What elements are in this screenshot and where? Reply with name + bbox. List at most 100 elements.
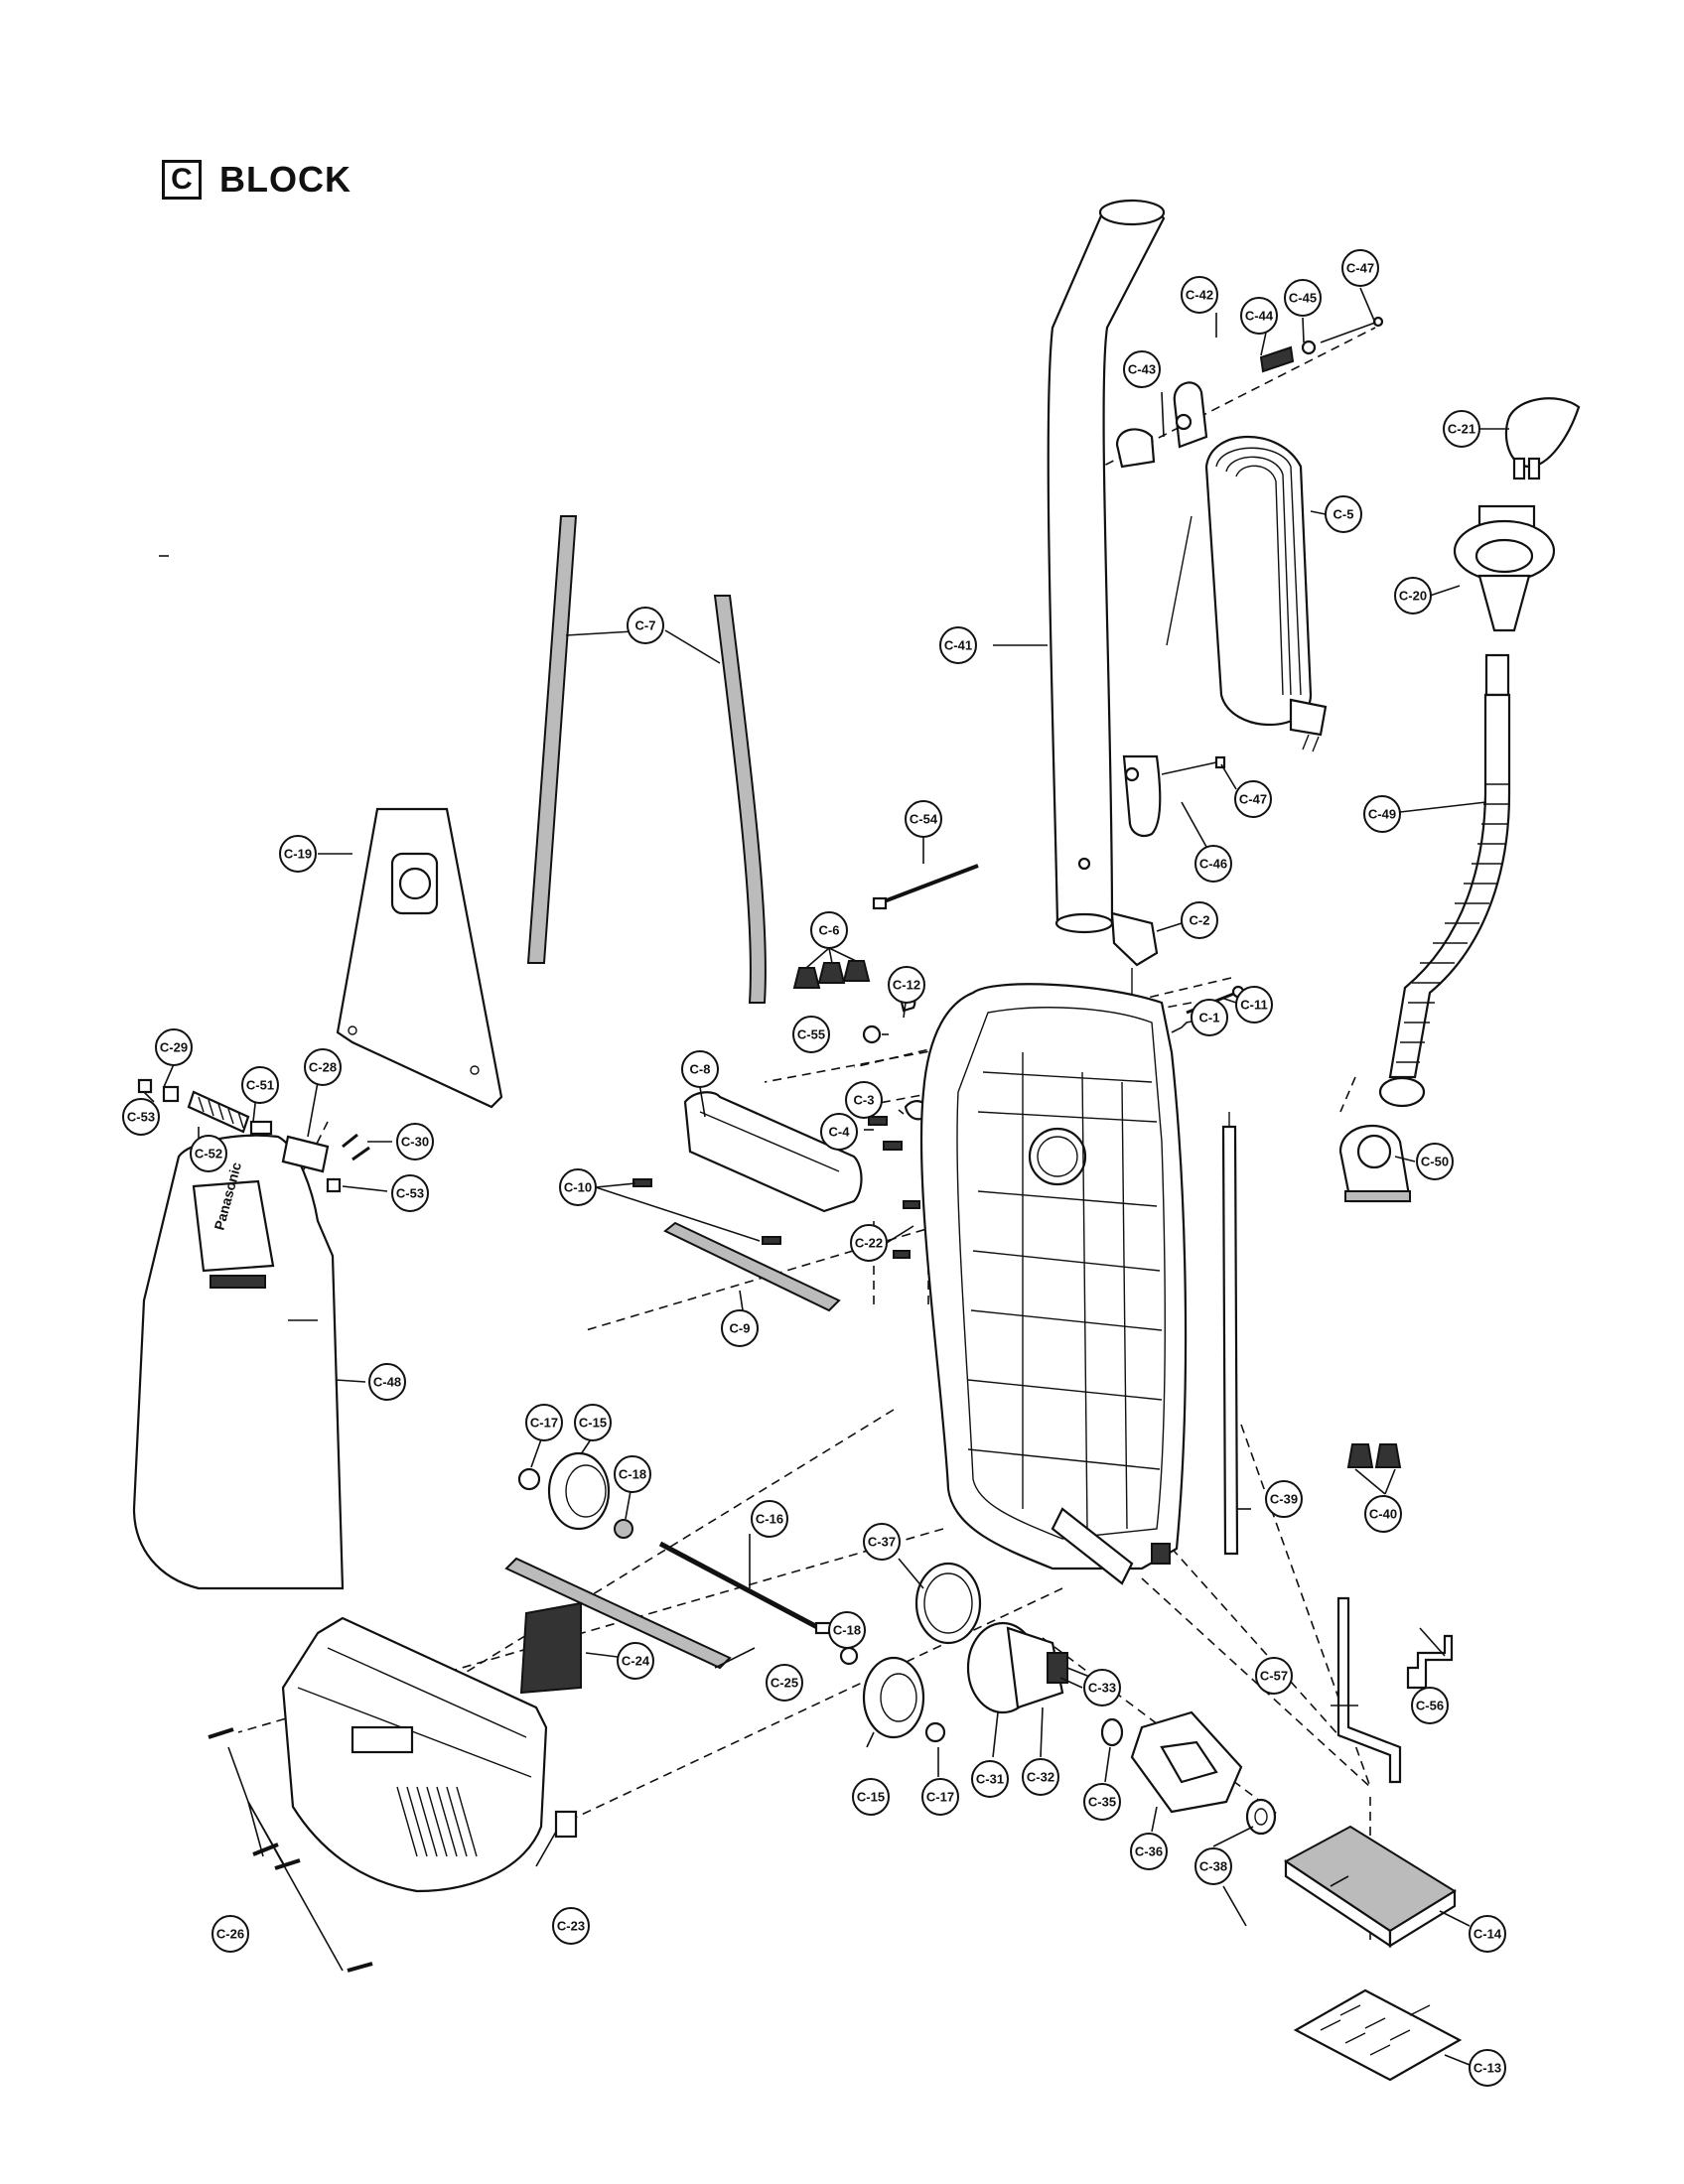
svg-text:C-47: C-47 [1239,792,1267,807]
svg-text:C-37: C-37 [868,1535,896,1550]
callout-c55: C-55 [792,1016,830,1053]
svg-text:C-50: C-50 [1421,1155,1449,1169]
callout-c44: C-44 [1240,297,1278,335]
callout-c21: C-21 [1443,410,1480,448]
svg-text:C-49: C-49 [1368,807,1396,822]
callout-c31: C-31 [971,1760,1009,1798]
callout-c12: C-12 [888,966,925,1004]
callout-c54: C-54 [905,800,942,838]
callout-c17b: C-17 [921,1778,959,1816]
callout-c41: C-41 [939,626,977,664]
callout-c49: C-49 [1363,795,1401,833]
svg-text:C-36: C-36 [1135,1844,1163,1859]
hose-cap [1504,397,1581,480]
svg-text:C-3: C-3 [854,1093,875,1108]
svg-text:C-29: C-29 [160,1040,188,1055]
callout-c30: C-30 [396,1123,434,1160]
svg-text:C-55: C-55 [797,1027,825,1042]
wheel-right [839,1562,982,1743]
svg-text:C-30: C-30 [401,1135,429,1150]
latch-parts [137,1078,370,1193]
callout-c40: C-40 [1364,1495,1402,1533]
svg-text:C-12: C-12 [893,978,920,993]
callout-c23: C-23 [552,1907,590,1945]
svg-text:C-45: C-45 [1289,291,1317,306]
block-letter-box: C [162,160,202,200]
vertical-rod [1221,1112,1239,1556]
filter-block [1284,1825,1457,1949]
svg-text:C-54: C-54 [910,812,938,827]
callout-c2: C-2 [1181,901,1218,939]
wire-nuts-upper [792,960,871,989]
callout-c10: C-10 [559,1168,597,1206]
svg-text:C-19: C-19 [284,847,312,862]
callout-c57: C-57 [1255,1657,1293,1695]
svg-text:C-4: C-4 [829,1125,851,1140]
svg-text:C-18: C-18 [833,1623,861,1638]
callout-c11: C-11 [1235,986,1273,1024]
svg-text:C-15: C-15 [857,1790,885,1805]
callout-c32: C-32 [1022,1758,1059,1796]
svg-text:C-17: C-17 [926,1790,954,1805]
svg-text:C-18: C-18 [619,1467,646,1482]
svg-text:C-15: C-15 [579,1416,607,1431]
svg-text:C-56: C-56 [1416,1699,1444,1713]
wire-nuts-lower [1346,1443,1402,1468]
cord-hook-lower [1122,754,1226,838]
callout-c18b: C-18 [828,1611,866,1649]
svg-text:C-44: C-44 [1245,309,1274,324]
main-body-frame [919,983,1188,1585]
callout-c45: C-45 [1284,279,1322,317]
svg-text:C-40: C-40 [1369,1507,1397,1522]
callout-c22: C-22 [850,1224,888,1262]
filter-pad [519,1601,582,1695]
small-fasteners [862,994,930,1259]
callout-c16: C-16 [751,1500,788,1538]
svg-text:C-23: C-23 [557,1919,585,1934]
bearing-cap [1245,1798,1277,1836]
svg-text:C-53: C-53 [127,1110,155,1125]
switch [1110,911,1159,998]
callout-c1: C-1 [1191,999,1228,1036]
svg-text:C-28: C-28 [309,1060,337,1075]
cord-hook-assembly [1115,316,1384,469]
callout-c39: C-39 [1265,1480,1303,1518]
callout-c5: C-5 [1325,495,1362,533]
svg-text:C-20: C-20 [1399,589,1427,604]
callout-c53a: C-53 [122,1098,160,1136]
svg-text:C-31: C-31 [976,1772,1004,1787]
svg-text:C-14: C-14 [1474,1927,1502,1942]
callout-c9: C-9 [721,1309,759,1347]
flexible-hose [1378,653,1511,1108]
svg-text:C-24: C-24 [622,1654,650,1669]
callout-c35: C-35 [1083,1783,1121,1821]
callout-c7: C-7 [627,607,664,644]
callout-c56: C-56 [1411,1687,1449,1724]
block-word: BLOCK [219,159,351,200]
svg-text:C-41: C-41 [944,638,972,653]
callout-c25: C-25 [766,1664,803,1702]
callout-c51: C-51 [241,1066,279,1104]
svg-text:C-33: C-33 [1088,1681,1116,1696]
svg-text:C-25: C-25 [771,1676,798,1691]
svg-text:C-21: C-21 [1448,422,1475,437]
callout-c4: C-4 [820,1113,858,1151]
svg-text:C-39: C-39 [1270,1492,1298,1507]
nozzle-housing [281,1616,578,1893]
small-bearing [1100,1717,1124,1747]
wire-pieces [1336,1596,1454,1784]
svg-text:C-48: C-48 [373,1375,401,1390]
wheel-left [517,1451,633,1539]
side-strips [526,515,767,1004]
filter-grille [1293,1988,1463,2082]
callout-c52: C-52 [190,1135,227,1172]
bag-cover: Panasonic [132,1134,345,1590]
svg-text:C-8: C-8 [690,1062,711,1077]
rod [872,864,979,910]
axle [658,1541,833,1635]
callout-c8: C-8 [681,1050,719,1088]
svg-text:C-53: C-53 [396,1186,424,1201]
svg-text:C-32: C-32 [1027,1770,1054,1785]
svg-text:C-46: C-46 [1199,857,1227,872]
callout-c33: C-33 [1083,1669,1121,1706]
